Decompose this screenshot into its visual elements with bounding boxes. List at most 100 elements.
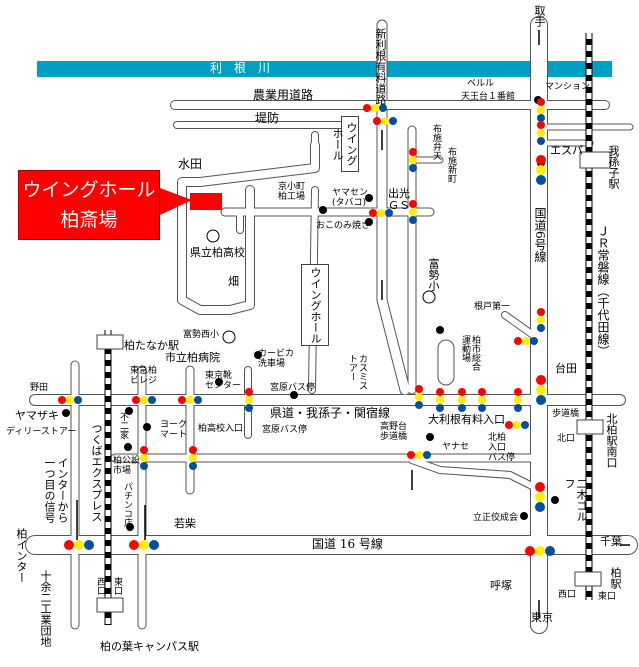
traffic-signal-light [535,546,545,556]
wing-hall-marker [190,193,222,210]
label-chiba: 千葉 [600,535,622,548]
traffic-signal-light [415,451,423,459]
label-footbridge: 歩道橋 [552,409,580,419]
traffic-signal-light [148,396,156,404]
label-first-signal: インターから一つ目の信号 [43,457,69,523]
destination-callout: ウイングホール 柏斎場 [18,170,160,240]
label-otone-entrance: 大利根有料入口 [428,413,505,426]
label-toride: 取手 [533,5,546,27]
road-curve-south [409,457,543,493]
traffic-signal-light [245,388,253,396]
callout-line1: ウイングホール [22,179,156,201]
label-kashiwa-west: 西口 [558,590,577,600]
label-espa: エスパ [550,144,583,157]
traffic-signal-light [522,337,530,345]
landmark-dot [365,218,373,226]
traffic-signal-light [369,209,377,217]
traffic-signal-light [535,482,545,492]
traffic-signal-light [537,308,545,316]
traffic-signal-light [513,421,521,429]
traffic-signal-light [407,451,415,459]
traffic-signal-light [371,104,379,112]
label-beruru: ベルル [467,79,495,89]
label-jr-joban: ＪＲ常磐線（千代田線） [596,225,610,357]
traffic-signal-light [415,385,423,393]
traffic-signal-light [536,385,546,395]
landmark-dot [126,523,134,531]
traffic-signal-light [409,156,417,164]
landmark-dot [290,391,298,399]
label-tokyo-direction: 東京 [531,611,553,624]
traffic-signal-light [423,451,431,459]
traffic-signal-light [535,502,545,512]
label-fujiya: 不二家 [118,412,128,439]
traffic-signal-light [189,446,197,454]
traffic-signal-light [58,396,66,404]
label-route6: 国道6号線 [533,207,547,263]
traffic-signal-light [385,209,393,217]
label-kashiwa-high-entrance: 柏高校入口 [198,424,244,434]
label-futatsugi-golf: 二木ゴルフ [563,478,588,522]
traffic-signal-light [458,396,466,404]
traffic-signal-light [373,117,381,125]
label-kyokomachi: 京小町 柏工場 [278,182,306,202]
label-kashiwatanaka-station: 柏たなか駅 [124,339,179,352]
traffic-signal-light [415,393,423,401]
label-fuse-shinmachi: 布施新町 [446,147,456,183]
traffic-signal-light [84,540,94,550]
traffic-signal-light [436,388,444,396]
label-kashiwa-station: 柏駅 [609,567,622,589]
label-wakashiba: 若柴 [174,517,196,530]
traffic-signal-light [537,137,545,145]
traffic-signal-light [132,396,140,404]
label-yamasen: ヤマセン (タバコ) [332,188,369,208]
landmark-dot [125,407,133,415]
label-kitaguchi: 北口 [557,434,576,444]
landmark-dot [319,206,327,214]
label-kasumi: カスミストアー [347,354,367,390]
label-teibo: 堤防 [255,111,280,125]
traffic-signal-light [189,454,197,462]
label-public-market: 柏公設 市場 [113,456,141,476]
traffic-signal-light [140,454,148,462]
traffic-signal-light [536,155,546,165]
label-industrial-park: 十余二工業団地 [39,570,52,647]
traffic-signal-light [514,337,522,345]
traffic-signal-light [521,421,529,429]
label-rissho: 立正佼成会 [473,513,519,523]
sports-park-track [437,339,455,386]
traffic-signal-light [389,117,397,125]
river-label: 利根川 [210,61,283,75]
landmark-dot [143,423,151,431]
landmark-dot [365,194,373,202]
label-city-hospital: 市立柏病院 [165,351,220,364]
label-kashiwa-east: 東口 [598,592,617,602]
traffic-signal-light [409,200,417,208]
traffic-signal-light [514,404,522,412]
traffic-signal-light [536,175,546,185]
label-daily-store: ディリーストアー [6,427,77,437]
traffic-signal-light [178,396,186,404]
wing-hall-sign-north: ウイングホール [331,116,359,172]
school-icon [422,290,436,304]
landmark-dot [520,512,528,520]
traffic-signal-light [505,421,513,429]
traffic-signal-light [139,540,149,550]
traffic-signal-light [363,104,371,112]
label-tx-east: 東口 [112,577,122,595]
label-tokyo-kutsu: 東京靴 センター [205,371,242,391]
traffic-signal-light [458,388,466,396]
traffic-signal-light [436,404,444,412]
traffic-signal-light [537,316,545,324]
traffic-signal-light [537,98,545,106]
traffic-signal-light [189,462,197,470]
label-daita: 台田 [555,362,577,375]
traffic-signal-light [74,396,82,404]
callout-line2: 柏斎場 [60,209,118,231]
school-icon [206,229,220,243]
traffic-signal-light [409,216,417,224]
wing-hall-sign-south: ウイングホール [301,264,329,346]
traffic-signal-light [478,396,486,404]
